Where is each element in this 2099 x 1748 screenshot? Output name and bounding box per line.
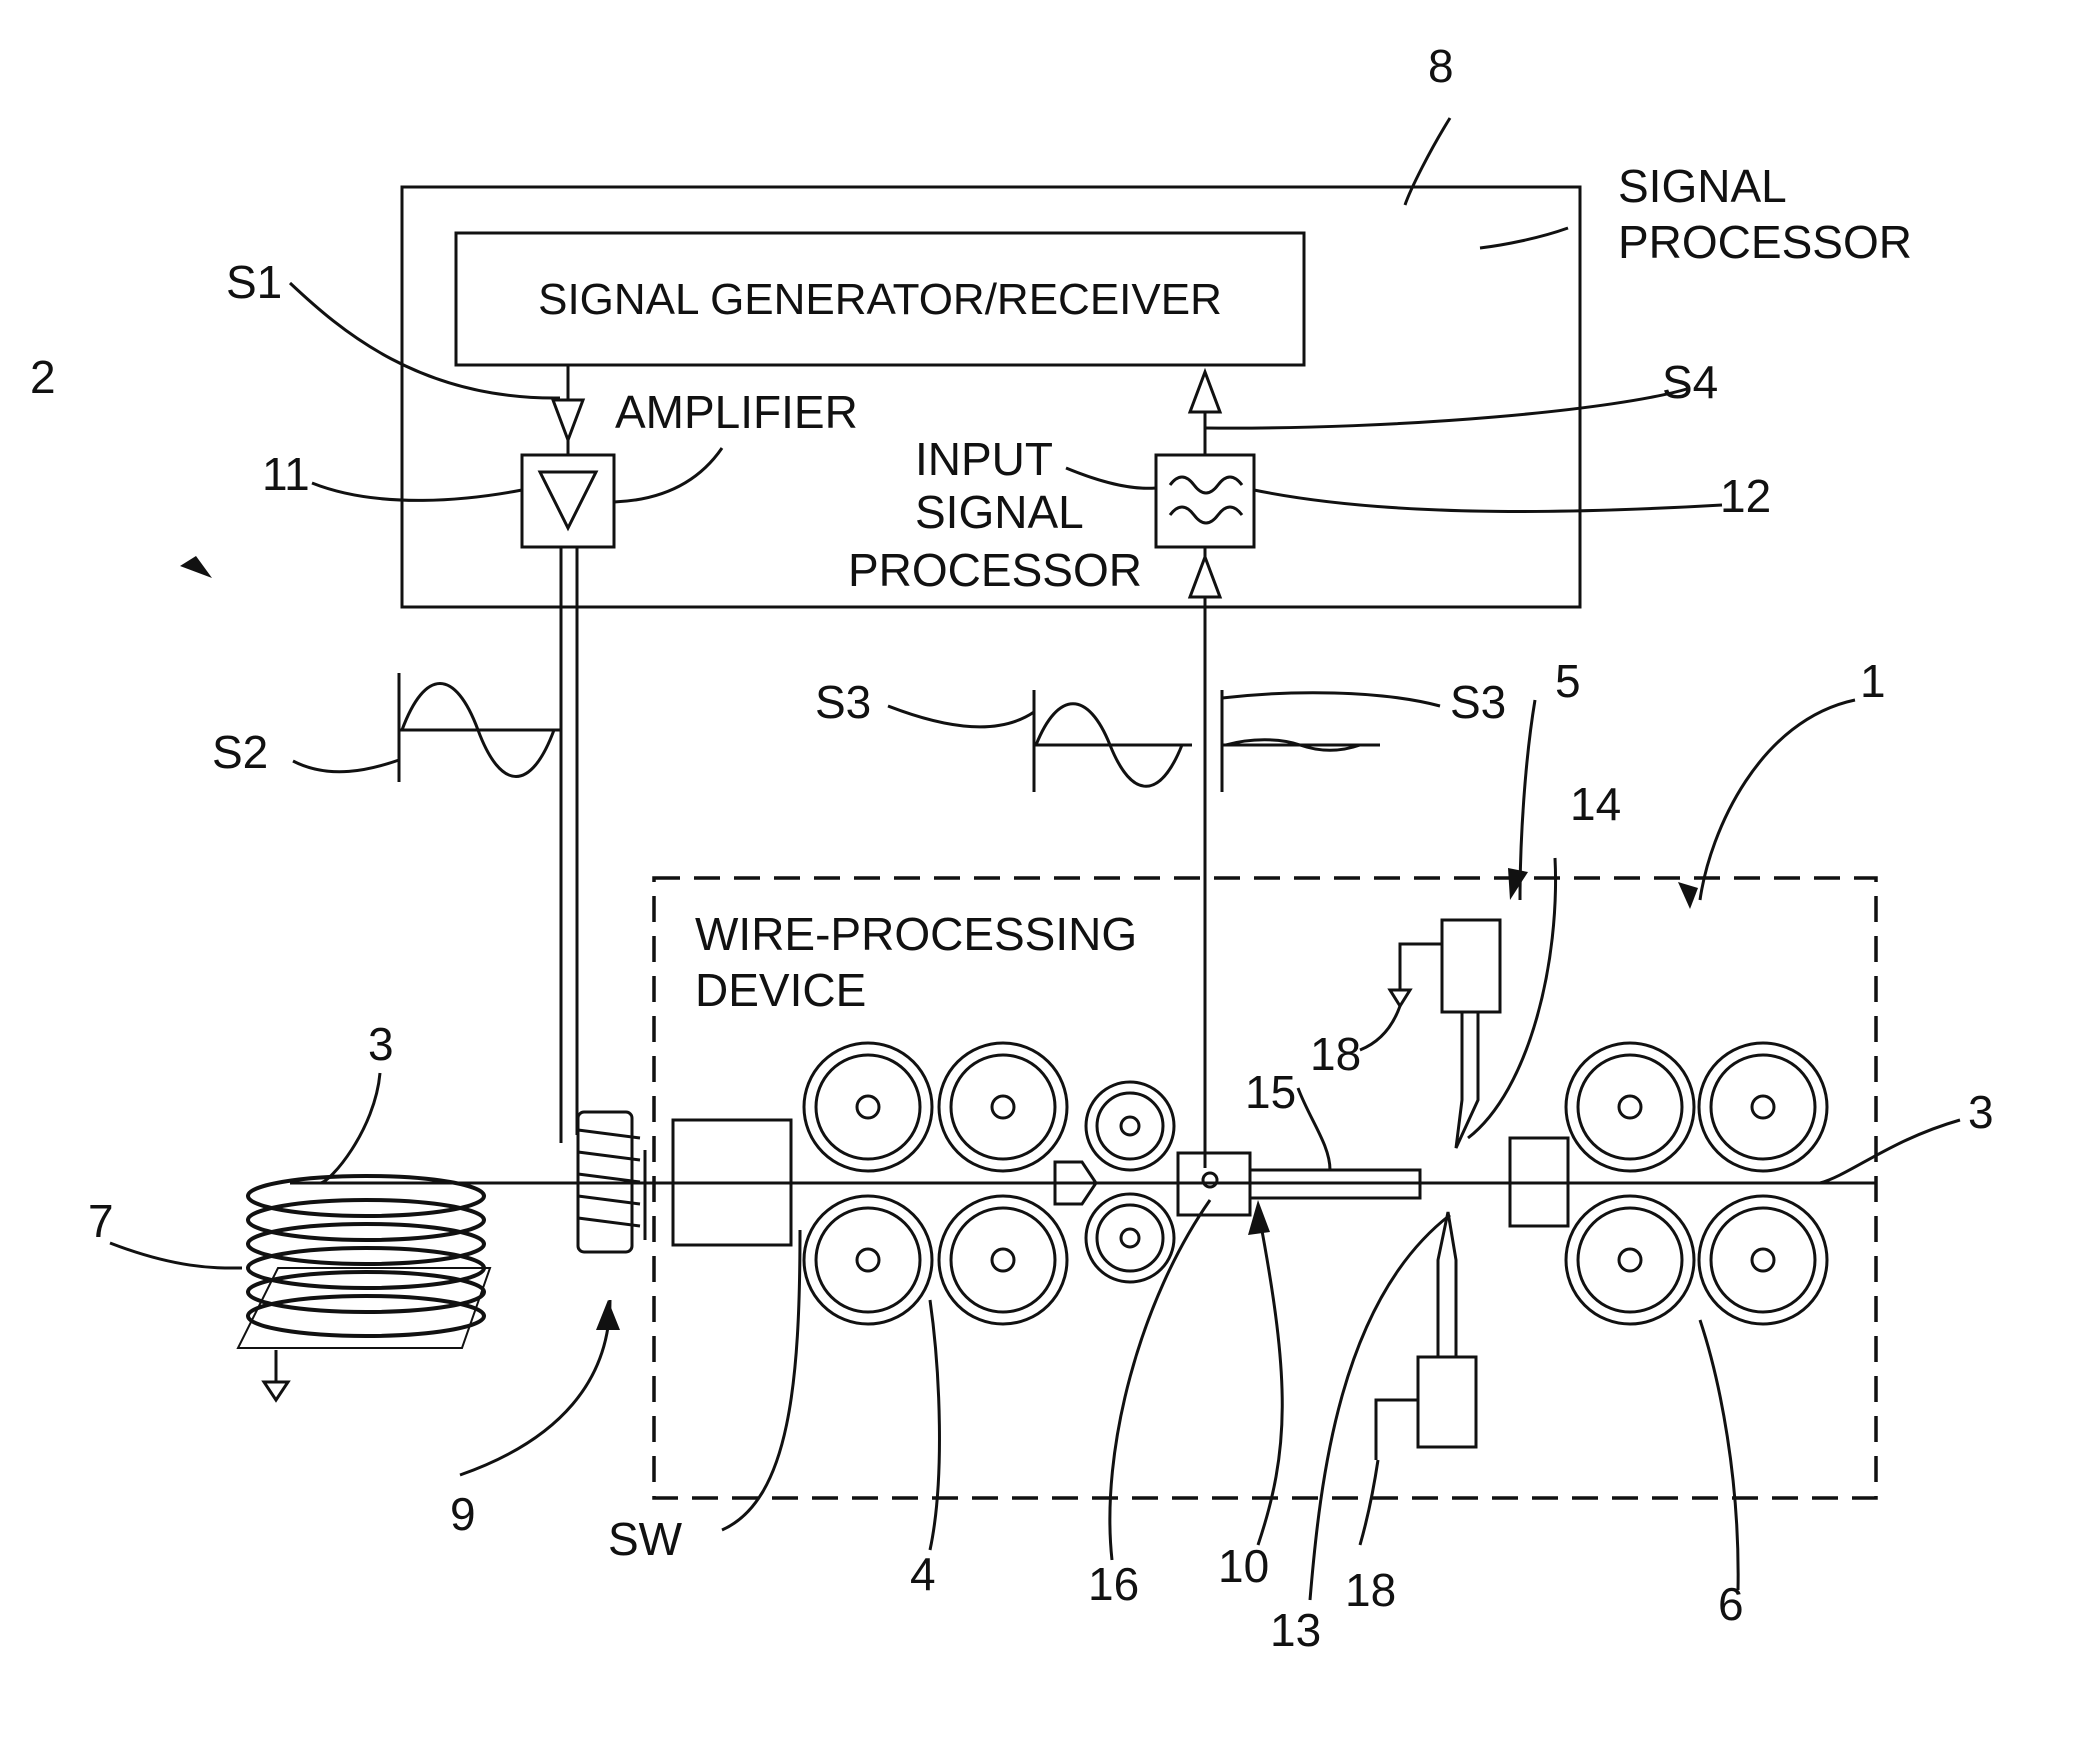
wire-coil xyxy=(238,1176,490,1348)
label-input-sp-1: INPUT xyxy=(915,433,1053,485)
label-8: 8 xyxy=(1428,40,1454,92)
signal-s3-waveform-left xyxy=(1034,690,1192,792)
label-16: 16 xyxy=(1088,1558,1139,1610)
signal-generator-receiver-label: SIGNAL GENERATOR/RECEIVER xyxy=(538,275,1222,324)
amplifier-input-arrow-icon xyxy=(553,400,583,440)
amplifier-box xyxy=(522,455,614,547)
label-5: 5 xyxy=(1555,655,1581,707)
label-wire-device-1: WIRE-PROCESSING xyxy=(695,908,1137,960)
label-6: 6 xyxy=(1718,1578,1744,1630)
label-3-right: 3 xyxy=(1968,1086,1994,1138)
label-input-sp-2: SIGNAL xyxy=(915,486,1084,538)
label-15: 15 xyxy=(1245,1066,1296,1118)
label-s3-left: S3 xyxy=(815,676,871,728)
label-7: 7 xyxy=(88,1195,114,1247)
label-wire-device-2: DEVICE xyxy=(695,964,866,1016)
label-10: 10 xyxy=(1218,1540,1269,1592)
label-s3-right: S3 xyxy=(1450,676,1506,728)
label-input-sp-3: PROCESSOR xyxy=(848,544,1142,596)
amplifier-triangle-icon xyxy=(540,472,596,528)
signal-s3-waveform-right xyxy=(1222,690,1380,792)
leader-lines xyxy=(110,118,1960,1600)
receiver-input-arrow-icon xyxy=(1190,372,1220,412)
label-signal-processor-2: PROCESSOR xyxy=(1618,216,1912,268)
label-11: 11 xyxy=(262,448,310,500)
processor-input-arrow-icon xyxy=(1190,557,1220,597)
input-signal-processor-box xyxy=(1156,455,1254,547)
label-14: 14 xyxy=(1570,778,1621,830)
label-signal-processor-1: SIGNAL xyxy=(1618,160,1787,212)
upper-knife xyxy=(1390,920,1500,1148)
label-13: 13 xyxy=(1270,1604,1321,1656)
label-18-bottom: 18 xyxy=(1345,1564,1396,1616)
label-2: 2 xyxy=(30,351,56,403)
signal-s2-waveform xyxy=(399,673,560,782)
label-amplifier: AMPLIFIER xyxy=(615,386,858,438)
label-sw: SW xyxy=(608,1513,683,1565)
label-18-top: 18 xyxy=(1310,1028,1361,1080)
label-s2: S2 xyxy=(212,726,268,778)
label-3-left: 3 xyxy=(368,1018,394,1070)
label-12: 12 xyxy=(1720,470,1771,522)
label-s4: S4 xyxy=(1662,356,1718,408)
label-9: 9 xyxy=(450,1488,476,1540)
lower-knife xyxy=(1376,1212,1476,1460)
label-s1: S1 xyxy=(226,256,282,308)
filter-wave-icon xyxy=(1170,477,1242,493)
ground-icon xyxy=(264,1350,288,1400)
label-1: 1 xyxy=(1860,655,1886,707)
label-4: 4 xyxy=(910,1548,936,1600)
